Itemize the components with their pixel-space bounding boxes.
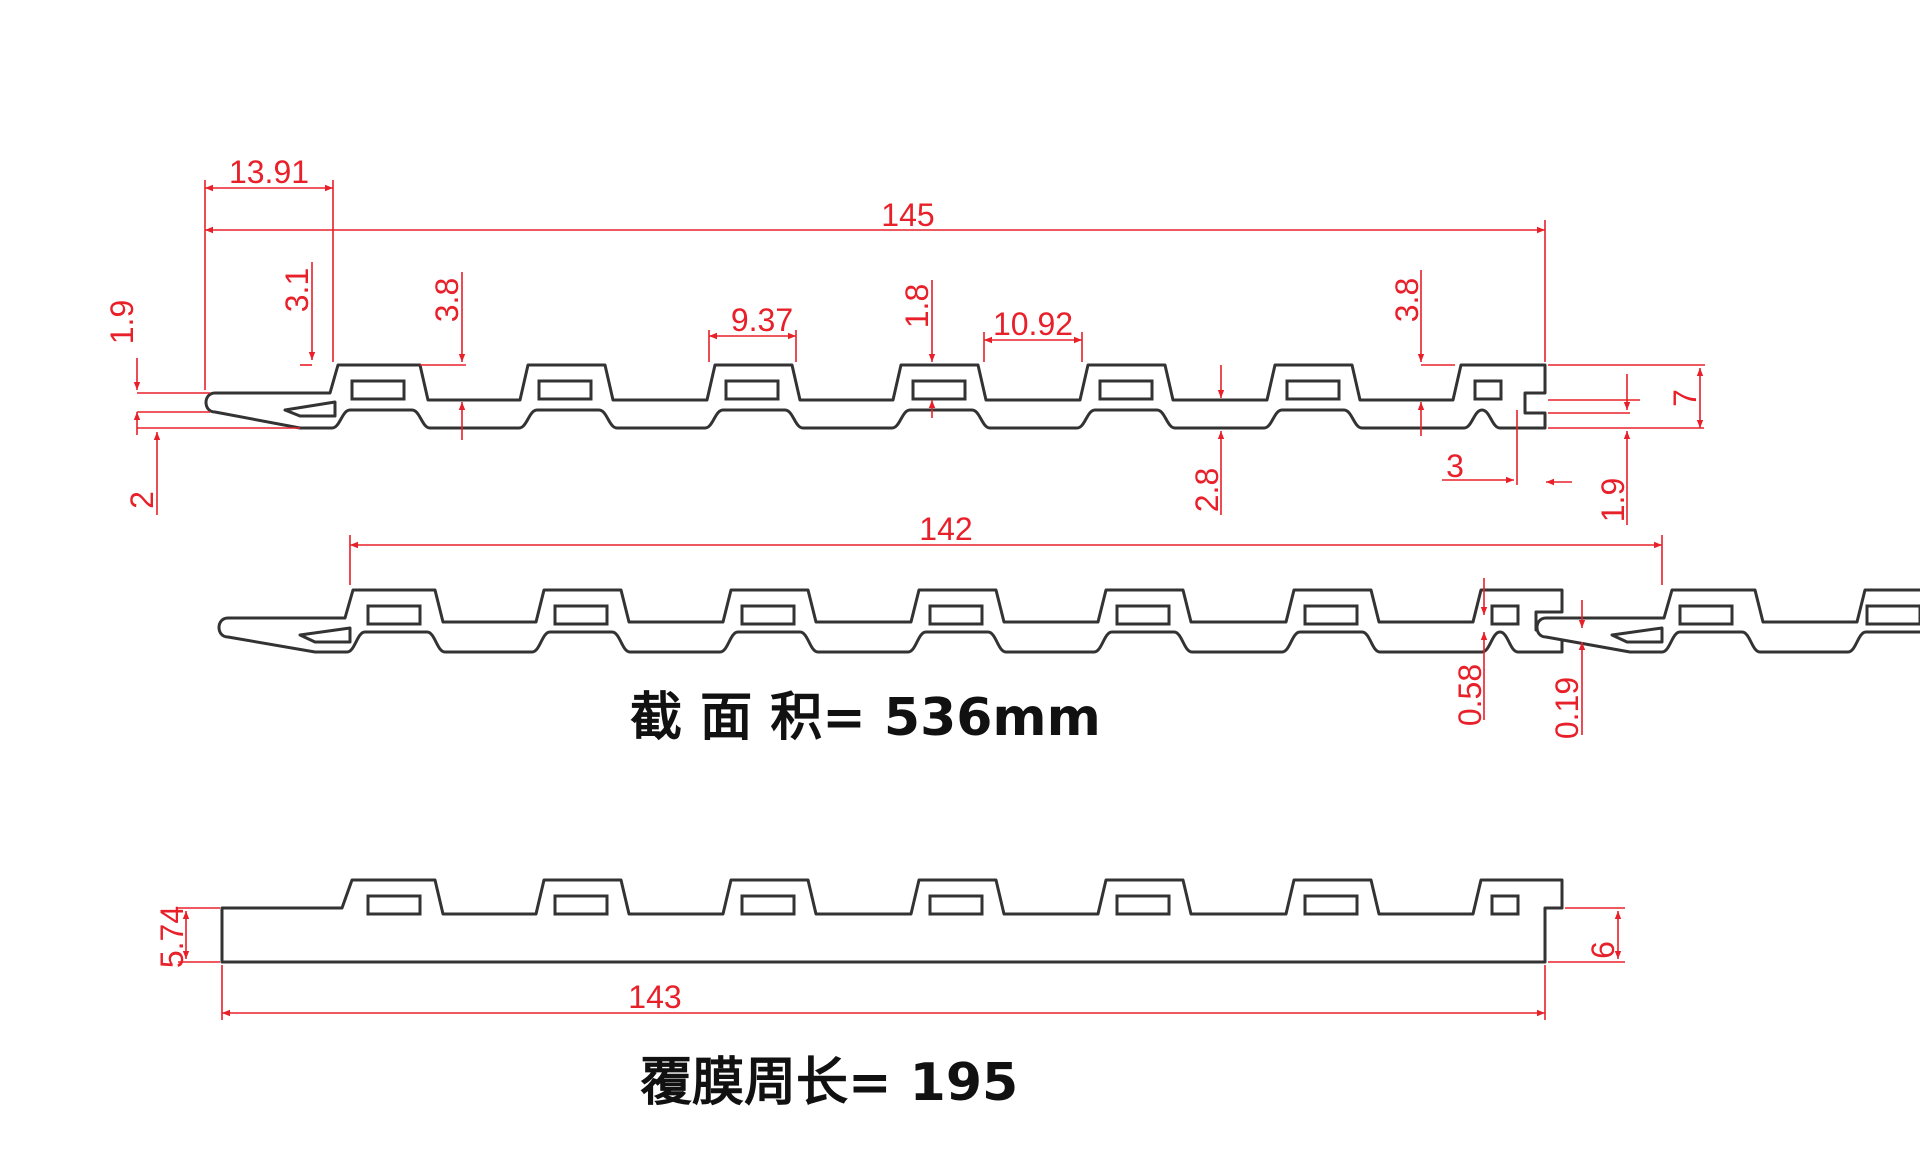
dim-145: 145 xyxy=(881,197,934,233)
profile-2-slot xyxy=(1115,604,1171,626)
dim-3: 3 xyxy=(1446,448,1464,484)
dim-3-8-left: 3.8 xyxy=(429,278,465,322)
profile-2-slot xyxy=(366,604,422,626)
profile-2-slot xyxy=(553,604,609,626)
dim-0-58: 0.58 xyxy=(1452,664,1488,726)
profile-3-outline xyxy=(220,878,1564,964)
profile-2-tongue-groove xyxy=(298,626,352,644)
profile-3: 5.74 143 6 覆膜周长= 195 xyxy=(154,878,1625,1113)
film-perimeter-caption: 覆膜周长= 195 xyxy=(640,1053,1018,1113)
profile-2-slot xyxy=(1678,604,1734,626)
profile-3-slot xyxy=(1490,894,1520,916)
profile-2-slot xyxy=(1303,604,1359,626)
profile-3-slot xyxy=(366,894,422,916)
profile-1-slot xyxy=(350,379,406,401)
profile-2-slot xyxy=(928,604,984,626)
profile-1-slot xyxy=(1098,379,1154,401)
dim-0-19: 0.19 xyxy=(1549,677,1585,739)
profile-1-slot xyxy=(911,379,967,401)
dim-1-9-right: 1.9 xyxy=(1595,478,1631,522)
profile-2: 142 0.58 0.19 截 面 积= 536mm xyxy=(217,511,1920,748)
dim-3-1: 3.1 xyxy=(279,268,315,312)
profile-3-slot xyxy=(553,894,609,916)
dim-142: 142 xyxy=(919,511,972,547)
profile-3-slot xyxy=(1115,894,1171,916)
dim-5-74: 5.74 xyxy=(154,906,190,968)
dim-10-92: 10.92 xyxy=(993,306,1073,342)
profile-1-slot xyxy=(1285,379,1341,401)
dim-6: 6 xyxy=(1585,941,1621,959)
dim-1-9-left: 1.9 xyxy=(104,300,140,344)
profile-2-next-tongue-groove xyxy=(1610,626,1664,644)
dim-3-8-right: 3.8 xyxy=(1389,278,1425,322)
cross-section-area-caption: 截 面 积= 536mm xyxy=(630,688,1101,748)
profile-3-slot xyxy=(740,894,796,916)
profile-1-tongue-groove xyxy=(283,400,337,418)
profile-3-slot xyxy=(1303,894,1359,916)
profile-1-slot xyxy=(724,379,780,401)
dim-2-8: 2.8 xyxy=(1189,468,1225,512)
dim-13-91: 13.91 xyxy=(229,154,309,190)
profile-2-slot xyxy=(1490,604,1520,626)
dim-7: 7 xyxy=(1667,389,1703,407)
profile-1-slot xyxy=(1473,379,1503,401)
profile-1: 13.91 145 3.1 3.8 9.37 1.8 10.92 3.8 1.9 xyxy=(104,154,1705,525)
dim-9-37: 9.37 xyxy=(731,302,793,338)
profile-2-slot xyxy=(740,604,796,626)
profile-1-slot xyxy=(537,379,593,401)
dim-2: 2 xyxy=(124,491,160,509)
dim-1-8: 1.8 xyxy=(899,284,935,328)
dim-143: 143 xyxy=(628,979,681,1015)
profile-1-outline xyxy=(204,363,1547,430)
profile-3-slot xyxy=(928,894,984,916)
profile-2-slot xyxy=(1865,604,1920,626)
